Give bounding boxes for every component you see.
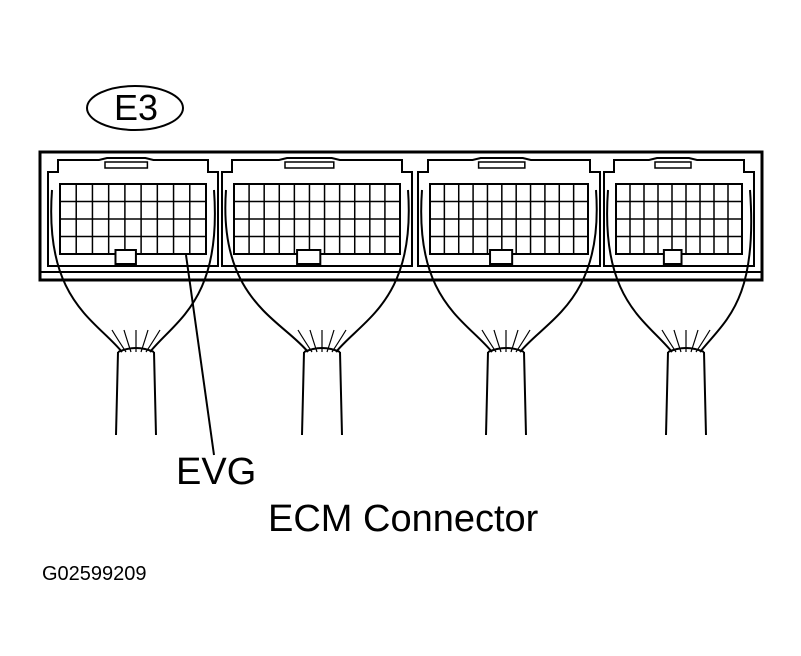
connector-block-1 (47, 157, 219, 436)
wire-strand (493, 329, 502, 353)
ecm-connector-caption: ECM Connector (268, 498, 539, 540)
block-latch (284, 161, 335, 169)
cable-collar (487, 347, 525, 353)
block-key (489, 249, 514, 265)
harness-left (420, 189, 493, 353)
harness-right (699, 189, 753, 353)
wire-strand (326, 329, 335, 353)
cable-collar (117, 347, 155, 353)
harness-right (519, 189, 598, 353)
connector-block-4 (603, 157, 755, 436)
wire-strand (140, 329, 149, 353)
connector-blocks (47, 157, 755, 436)
block-outline (47, 157, 219, 267)
wire-strand (309, 329, 318, 353)
cable-sheath (115, 351, 157, 436)
connector-id-oval (86, 85, 184, 131)
cable-collar (667, 347, 705, 353)
wire-strand (123, 329, 132, 353)
wire-strand (673, 329, 682, 353)
harness-left (224, 189, 309, 353)
evg-leader-line (185, 254, 215, 456)
cable-sheath (301, 351, 343, 436)
connector-block-3 (417, 157, 601, 436)
connector-id-label: E3 (114, 87, 159, 128)
wire-strand (510, 329, 519, 353)
block-latch (654, 161, 692, 169)
block-latch (104, 161, 149, 169)
cable-collar (303, 347, 341, 353)
harness-right (335, 189, 410, 353)
cable-sheath (665, 351, 707, 436)
harness-right (149, 189, 216, 353)
figure-code: G02599209 (42, 563, 147, 585)
cable-sheath (485, 351, 527, 436)
block-outline (221, 157, 413, 267)
block-outline (417, 157, 601, 267)
wire-strand (690, 329, 699, 353)
connector-housing (38, 150, 764, 282)
block-key (296, 249, 322, 265)
evg-pin-label: EVG (176, 451, 257, 493)
harness-left (50, 189, 123, 353)
block-outline (603, 157, 755, 267)
block-key (114, 249, 137, 265)
block-latch (477, 161, 526, 169)
block-key (662, 249, 683, 265)
harness-left (606, 189, 673, 353)
connector-block-2 (221, 157, 413, 436)
